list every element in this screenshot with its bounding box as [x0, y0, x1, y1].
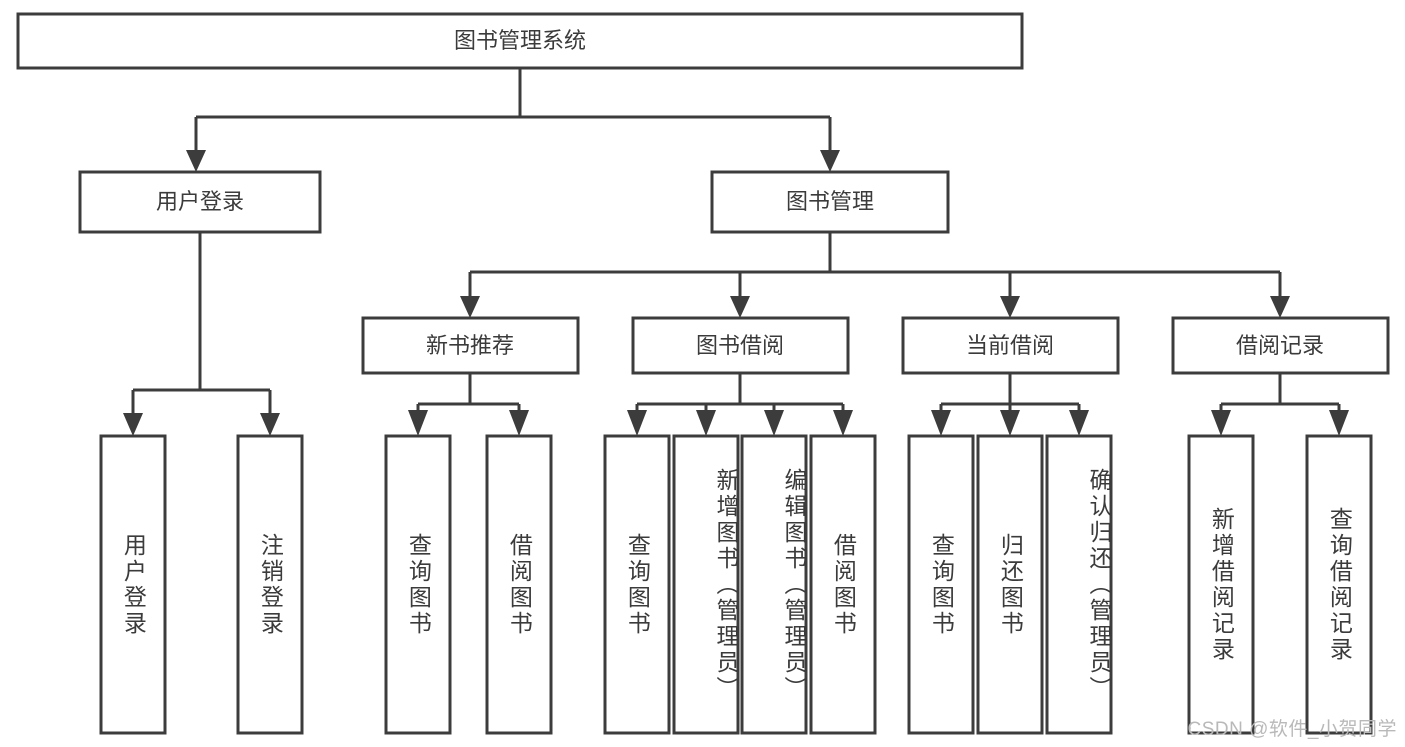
arrow-head-icon — [1000, 296, 1020, 318]
node-root-box[interactable] — [16, 12, 1024, 70]
leaf-box-add-borrow-record[interactable] — [1187, 434, 1255, 735]
leaf-box-return-book[interactable] — [976, 434, 1044, 735]
node-user-login-box[interactable] — [78, 170, 322, 234]
arrow-head-icon — [1000, 410, 1020, 436]
node-borrow-record-box[interactable] — [1171, 316, 1390, 375]
node-user-login[interactable]: 用户登录 — [78, 170, 322, 234]
node-new-book-recommend-label: 新书推荐 — [426, 333, 514, 358]
arrow-head-icon — [408, 410, 428, 436]
node-book-management-box[interactable] — [710, 170, 950, 234]
arrow-head-icon — [931, 410, 951, 436]
node-current-borrow[interactable]: 当前借阅 — [901, 316, 1120, 375]
leaf-box-query-book-1[interactable] — [384, 434, 452, 735]
leaf-box-add-book-admin[interactable] — [672, 434, 740, 735]
arrow-head-icon — [1069, 410, 1089, 436]
leaf-box-edit-book-admin[interactable] — [740, 434, 808, 735]
arrow-head-icon — [820, 150, 840, 172]
node-new-book-recommend-box[interactable] — [361, 316, 580, 375]
leaf-box-logout[interactable] — [236, 434, 304, 735]
leaf-box-query-borrow-record[interactable] — [1305, 434, 1373, 735]
connector-group-currentborrow-to-leaves — [931, 373, 1089, 436]
leaf-box-user-login[interactable] — [99, 434, 167, 735]
node-current-borrow-box[interactable] — [901, 316, 1120, 375]
arrow-head-icon — [1211, 410, 1231, 436]
node-root[interactable]: 图书管理系统 — [16, 12, 1024, 70]
arrow-head-icon — [260, 413, 280, 436]
connector-group-root-to-level2 — [186, 68, 840, 172]
node-book-management[interactable]: 图书管理 — [710, 170, 950, 234]
arrow-head-icon — [509, 410, 529, 436]
node-book-borrow-box[interactable] — [631, 316, 850, 375]
arrow-head-icon — [730, 296, 750, 318]
connector-group-bookborrow-to-leaves — [627, 373, 853, 436]
node-borrow-record[interactable]: 借阅记录 — [1171, 316, 1390, 375]
arrow-head-icon — [627, 410, 647, 436]
arrow-head-icon — [1270, 296, 1290, 318]
csdn-watermark: CSDN @软件_小贺同学 — [1187, 719, 1397, 740]
leaf-box-query-book-3[interactable] — [907, 434, 975, 735]
node-book-borrow[interactable]: 图书借阅 — [631, 316, 850, 375]
node-new-book-recommend[interactable]: 新书推荐 — [361, 316, 580, 375]
leaf-box-query-book-2[interactable] — [603, 434, 671, 735]
arrow-head-icon — [123, 413, 143, 436]
connector-group-userlogin-to-leaves — [123, 232, 280, 436]
arrow-head-icon — [764, 410, 784, 436]
arrow-head-icon — [696, 410, 716, 436]
connector-group-bookmgmt-to-level3 — [460, 232, 1290, 318]
leaf-box-borrow-book-2[interactable] — [809, 434, 877, 735]
arrow-head-icon — [833, 410, 853, 436]
node-current-borrow-label: 当前借阅 — [966, 333, 1054, 358]
connector-group-borrowrecord-to-leaves — [1211, 373, 1349, 436]
node-root-label: 图书管理系统 — [454, 28, 586, 53]
arrow-head-icon — [460, 296, 480, 318]
node-book-management-label: 图书管理 — [786, 189, 874, 214]
arrow-head-icon — [1329, 410, 1349, 436]
arrow-head-icon — [186, 150, 206, 172]
node-user-login-label: 用户登录 — [156, 189, 244, 214]
leaf-box-borrow-book-1[interactable] — [485, 434, 553, 735]
connector-group-newbook-to-leaves — [408, 373, 529, 436]
node-book-borrow-label: 图书借阅 — [696, 333, 784, 358]
node-borrow-record-label: 借阅记录 — [1236, 333, 1324, 358]
leaf-box-confirm-return-admin[interactable] — [1045, 434, 1113, 735]
